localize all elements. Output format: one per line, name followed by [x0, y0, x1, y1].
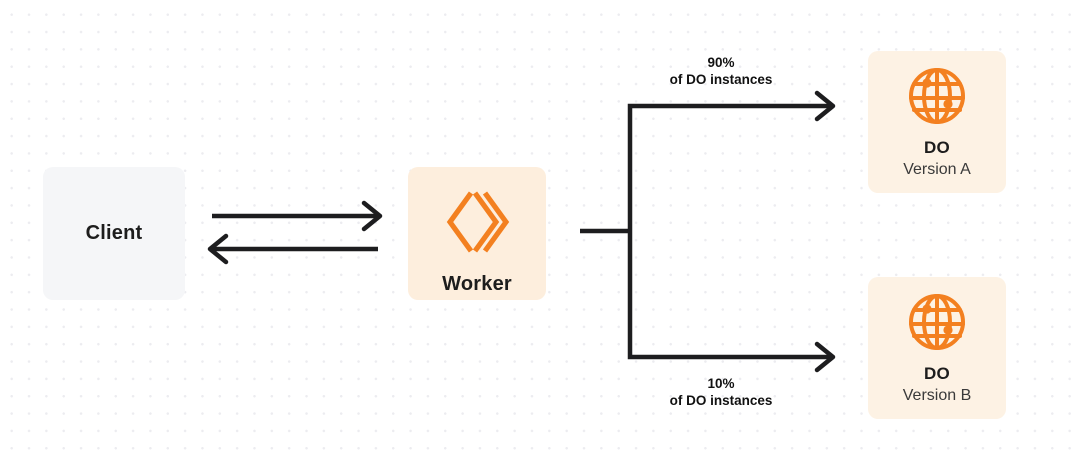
- edge-label-do-a: 90% of DO instances: [657, 54, 785, 88]
- worker-to-do-b-arrowhead: [814, 341, 836, 373]
- edge-worker-to-client: [207, 233, 378, 265]
- worker-to-do-a-arrowhead: [814, 90, 836, 122]
- cloudflare-workers-icon: [444, 189, 510, 255]
- edge-label-do-b-text: of DO instances: [669, 393, 773, 408]
- client-to-worker-arrowhead: [361, 200, 383, 232]
- globe-icon: [907, 66, 967, 126]
- node-do-version-b[interactable]: DO Version B: [868, 277, 1006, 419]
- worker-label: Worker: [442, 273, 512, 295]
- worker-to-do-b-path: [627, 231, 830, 360]
- globe-icon: [907, 292, 967, 352]
- node-worker[interactable]: Worker: [408, 167, 546, 300]
- edge-label-do-b: 10% of DO instances: [657, 375, 785, 409]
- edge-worker-to-do-branch: [580, 90, 836, 373]
- client-label: Client: [85, 222, 143, 244]
- do-b-title: DO: [924, 364, 950, 383]
- do-a-subtitle: Version A: [903, 161, 971, 178]
- do-a-title: DO: [924, 138, 950, 157]
- node-do-version-a[interactable]: DO Version A: [868, 51, 1006, 193]
- edge-label-do-a-percent: 90%: [707, 55, 735, 70]
- edge-label-do-a-text: of DO instances: [669, 72, 773, 87]
- worker-to-client-arrowhead: [207, 233, 229, 265]
- node-client[interactable]: Client: [43, 167, 185, 300]
- do-b-subtitle: Version B: [902, 387, 972, 404]
- worker-to-do-a-path: [627, 103, 830, 231]
- edge-label-do-b-percent: 10%: [707, 376, 735, 391]
- edge-client-to-worker: [212, 200, 383, 232]
